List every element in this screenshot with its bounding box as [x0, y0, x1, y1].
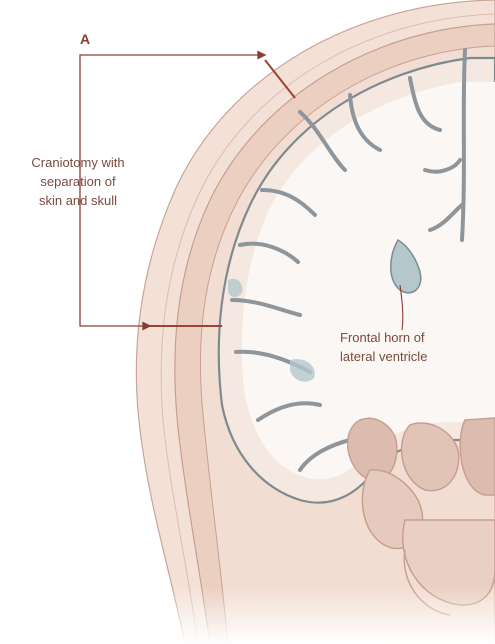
- frontal-horn-label-line: lateral ventricle: [340, 347, 460, 366]
- frontal-horn-label-line: Frontal horn of: [340, 328, 460, 347]
- interhemispheric-fissure: [462, 50, 465, 240]
- craniotomy-label-line: skin and skull: [14, 191, 142, 210]
- craniotomy-label: Craniotomy with separation of skin and s…: [14, 153, 142, 210]
- panel-letter: A: [80, 30, 90, 49]
- bottom-fade: [0, 440, 495, 644]
- craniotomy-label-line: Craniotomy with: [14, 153, 142, 172]
- frontal-horn-label: Frontal horn of lateral ventricle: [340, 328, 460, 366]
- craniotomy-label-line: separation of: [14, 172, 142, 191]
